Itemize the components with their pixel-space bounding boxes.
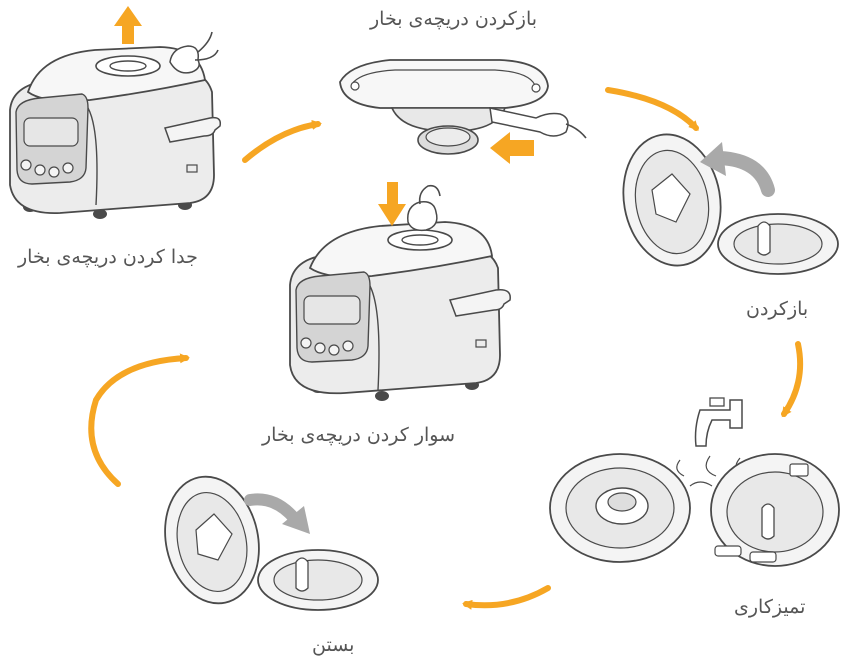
steam-valve-icon: [340, 60, 586, 164]
step-label-open-valve: بازکردن دریچه‌ی بخار: [370, 8, 537, 30]
arrow-clean-to-close: [466, 588, 548, 605]
step-label-clean: تمیزکاری: [734, 596, 805, 618]
arrow-open-to-clean: [784, 344, 800, 414]
arrow-close-to-attach: [91, 358, 186, 484]
rice-cooker-icon: [10, 6, 220, 219]
valve-lid-icon: [613, 127, 838, 274]
step-label-remove-valve: جدا کردن دریچه‌ی بخار: [18, 246, 198, 268]
arrow-remove-to-open-valve: [245, 124, 318, 160]
valve-lid-icon: [154, 468, 378, 612]
rice-cooker-icon: [290, 182, 510, 401]
valve-lid-icon: [550, 454, 839, 566]
step-label-close: بستن: [312, 634, 354, 656]
hand-icon: [408, 202, 437, 231]
step-label-open: بازکردن: [746, 298, 808, 320]
arrow-open-valve-to-open: [608, 90, 696, 128]
step-label-attach-valve: سوار کردن دریچه‌ی بخار: [262, 424, 455, 446]
